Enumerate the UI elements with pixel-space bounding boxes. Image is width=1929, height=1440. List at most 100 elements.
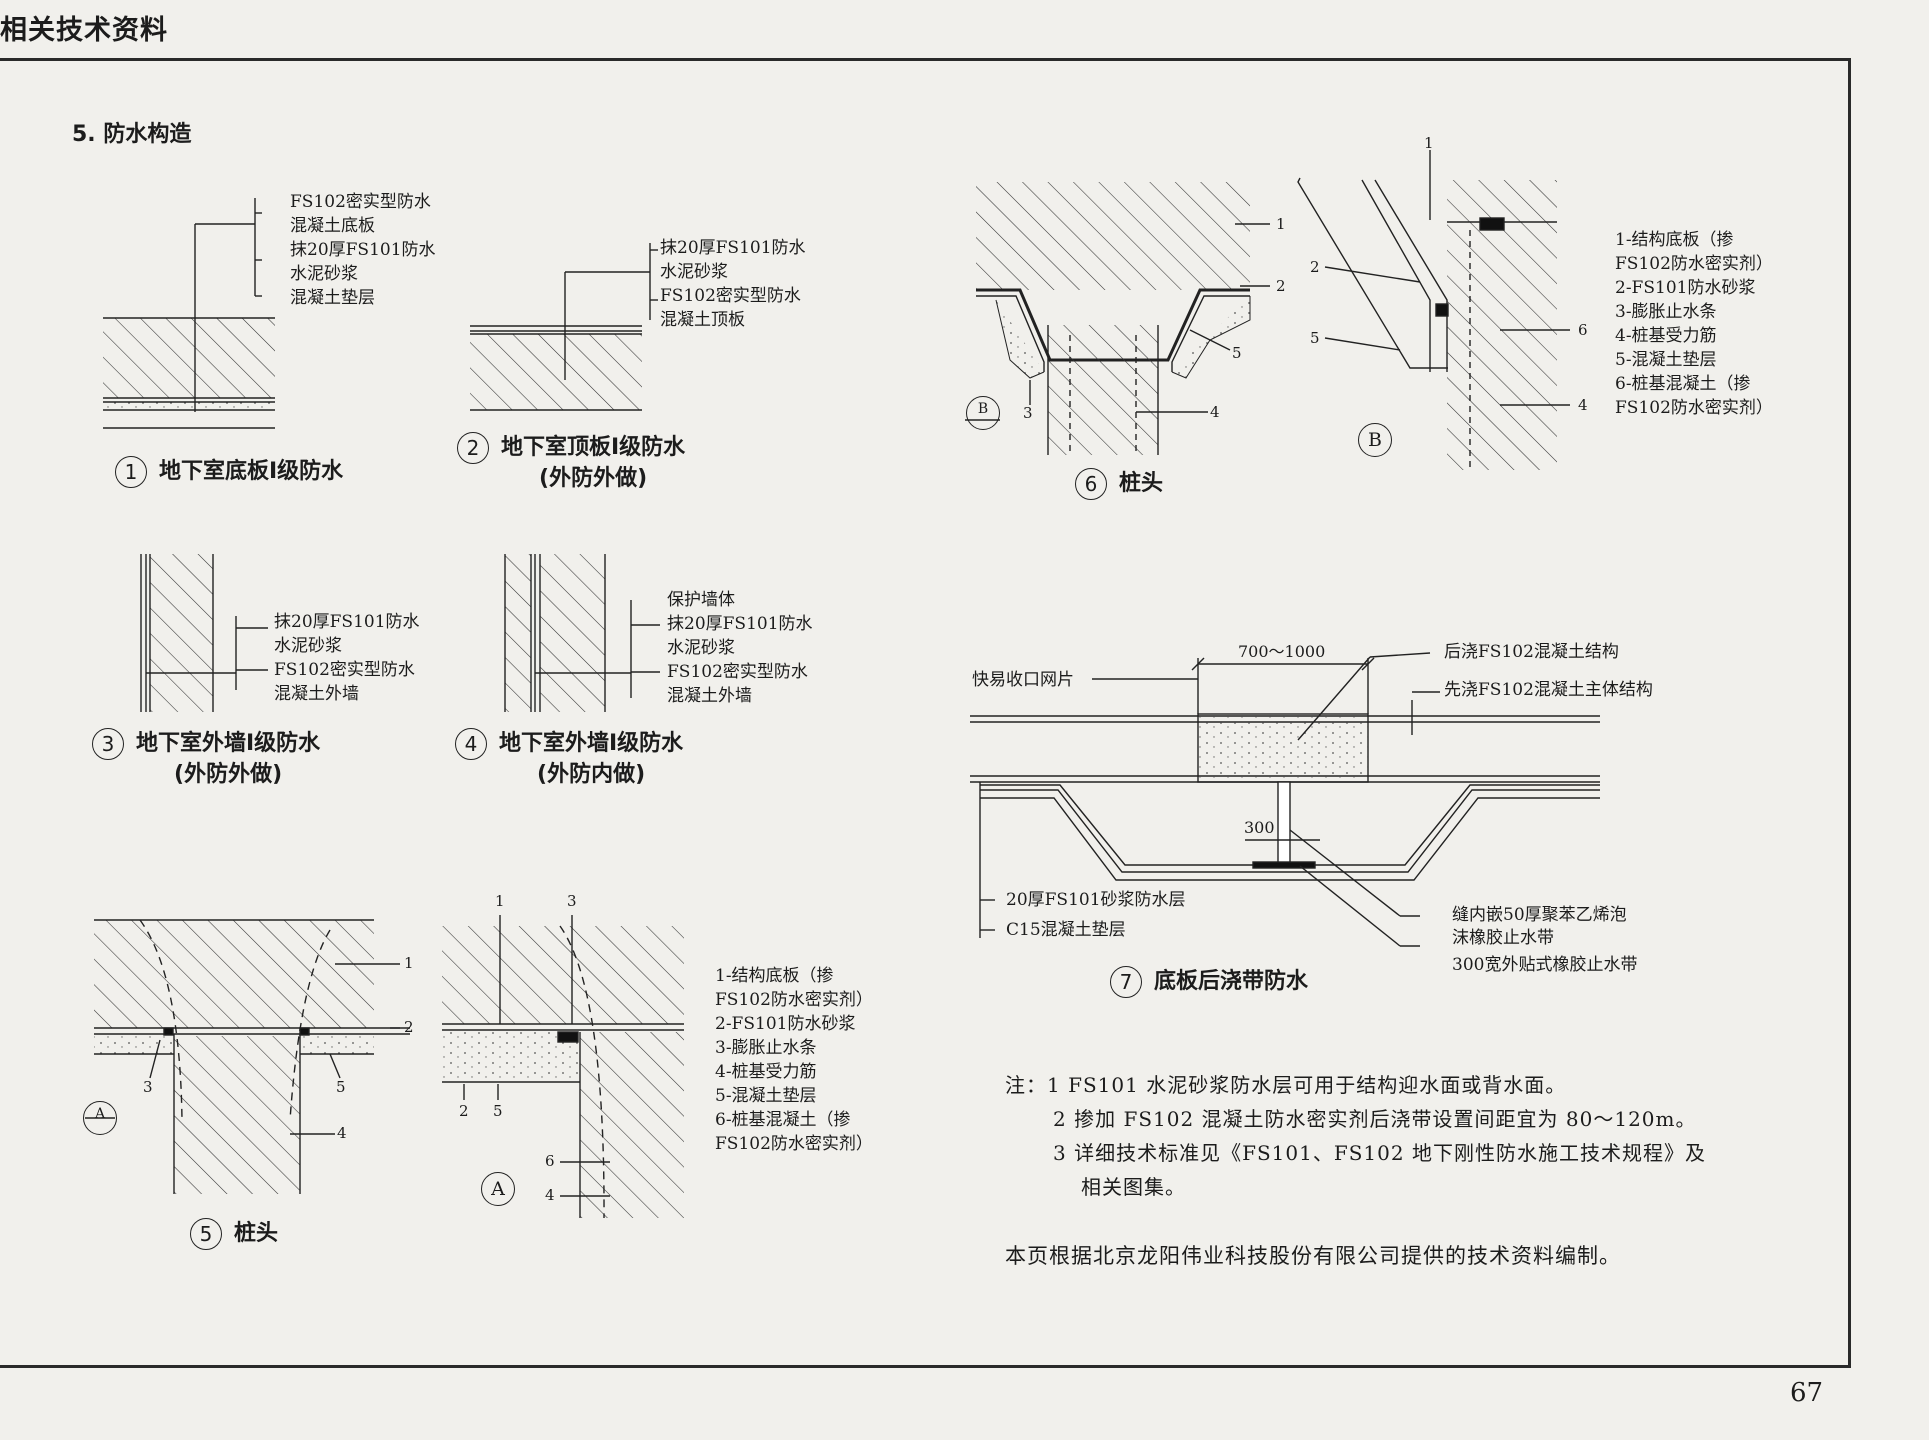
dB-callout-1: 1: [1424, 134, 1434, 152]
d3-subtitle: (外防外做): [174, 762, 283, 787]
dB-callout-5: 5: [1310, 329, 1320, 347]
section-title: 5. 防水构造: [72, 122, 192, 147]
d6-title: 桩头: [1119, 471, 1164, 496]
legend-b-1: FS102防水密实剂）: [1615, 254, 1773, 274]
d2-subtitle: (外防外做): [539, 466, 648, 491]
d1-title: 地下室底板I级防水: [159, 459, 344, 484]
note-3-cont: 相关图集。: [1081, 1175, 1186, 1199]
d1-label-4: 混凝土垫层: [290, 288, 375, 308]
legend-a-2: 2-FS101防水砂浆: [715, 1014, 856, 1034]
legend-b: 1-结构底板（掺 FS102防水密实剂） 2-FS101防水砂浆 3-膨胀止水条…: [1615, 228, 1773, 420]
d6-callout-5: 5: [1232, 344, 1242, 362]
d2-label-1: 水泥砂浆: [660, 262, 728, 282]
d3-label-1: 水泥砂浆: [274, 636, 342, 656]
d3-number: 3: [92, 728, 124, 760]
d1-label-1: 混凝土底板: [290, 216, 375, 236]
d3-label-3: 混凝土外墙: [274, 684, 359, 704]
d7-label-foam1: 缝内嵌50厚聚苯乙烯泡: [1452, 905, 1627, 925]
page-header: 相关技术资料: [0, 15, 168, 46]
d7-label-strip: 300宽外贴式橡胶止水带: [1452, 955, 1638, 975]
d4-label-2: 水泥砂浆: [667, 638, 735, 658]
d7-title: 底板后浇带防水: [1154, 969, 1309, 994]
d1-label-3: 水泥砂浆: [290, 264, 358, 284]
legend-b-6: 6-桩基混凝土（掺: [1615, 374, 1751, 394]
d6-number: 6: [1075, 468, 1107, 500]
diagram-2-roof-slab: [470, 243, 658, 411]
legend-b-5: 5-混凝土垫层: [1615, 350, 1717, 370]
dB-callout-6: 6: [1578, 321, 1588, 339]
d6-callout-4: 4: [1210, 403, 1220, 421]
d5-callout-1: 1: [404, 954, 414, 972]
d4-title: 地下室外墙I级防水: [499, 731, 684, 756]
footer-note: 本页根据北京龙阳伟业科技股份有限公司提供的技术资料编制。: [1005, 1244, 1621, 1268]
diagram-6-pile-head: [965, 182, 1270, 455]
legend-a-5: 5-混凝土垫层: [715, 1086, 817, 1106]
dA-callout-1: 1: [495, 892, 505, 910]
legend-a-6: 6-桩基混凝土（掺: [715, 1110, 851, 1130]
legend-b-0: 1-结构底板（掺: [1615, 230, 1734, 250]
d7-label-post: 后浇FS102混凝土结构: [1444, 642, 1619, 662]
d5-callout-3: 3: [143, 1078, 153, 1096]
legend-a-7: FS102防水密实剂）: [715, 1134, 873, 1154]
d1-number: 1: [115, 456, 147, 488]
legend-b-7: FS102防水密实剂）: [1615, 398, 1773, 418]
d4-label-3: FS102密实型防水: [667, 662, 808, 682]
notes-head: 注：: [1005, 1073, 1047, 1097]
d7-dim-300: 300: [1244, 818, 1275, 837]
legend-b-2: 2-FS101防水砂浆: [1615, 278, 1756, 298]
detail-a: [442, 915, 684, 1219]
detail-b: [1297, 150, 1570, 470]
d6-caption: 6 桩头: [1075, 468, 1163, 500]
d3-caption: 3 地下室外墙I级防水 (外防外做): [92, 728, 320, 790]
notes: 注：1 FS101 水泥砂浆防水层可用于结构迎水面或背水面。 2 掺加 FS10…: [1005, 1068, 1706, 1204]
d3-label-0: 抹20厚FS101防水: [274, 612, 420, 632]
d7-label-mortar: 20厚FS101砂浆防水层: [1006, 890, 1186, 910]
d5-callout-5: 5: [336, 1078, 346, 1096]
dB-callout-4: 4: [1578, 396, 1588, 414]
d7-label-pre: 先浇FS102混凝土主体结构: [1444, 680, 1653, 700]
dB-mark: B: [1358, 423, 1392, 457]
d4-label-1: 抹20厚FS101防水: [667, 614, 813, 634]
d1-caption: 1 地下室底板I级防水: [115, 456, 343, 488]
diagram-3-exterior-wall: [140, 554, 268, 712]
note-2: 2 掺加 FS102 混凝土防水密实剂后浇带设置间距宜为 80～120m。: [1053, 1107, 1697, 1131]
d6-section-mark: B: [966, 396, 1000, 430]
d2-label-0: 抹20厚FS101防水: [660, 238, 806, 258]
d7-label-c15: C15混凝土垫层: [1006, 920, 1126, 940]
d1-label-0: FS102密实型防水: [290, 192, 431, 212]
diagram-4-exterior-wall-inner: [504, 554, 660, 712]
legend-a: 1-结构底板（掺 FS102防水密实剂） 2-FS101防水砂浆 3-膨胀止水条…: [715, 964, 873, 1156]
legend-a-3: 3-膨胀止水条: [715, 1038, 817, 1058]
d7-label-foam2: 沫橡胶止水带: [1452, 928, 1554, 948]
dA-callout-6: 6: [545, 1152, 555, 1170]
d4-label-0: 保护墙体: [667, 590, 735, 610]
dA-callout-2: 2: [459, 1102, 469, 1120]
d4-label-4: 混凝土外墙: [667, 686, 752, 706]
legend-b-3: 3-膨胀止水条: [1615, 302, 1717, 322]
legend-a-0: 1-结构底板（掺: [715, 966, 834, 986]
d5-callout-2: 2: [404, 1018, 414, 1036]
note-1: 1 FS101 水泥砂浆防水层可用于结构迎水面或背水面。: [1047, 1073, 1567, 1097]
d2-number: 2: [457, 432, 489, 464]
d7-number: 7: [1110, 966, 1142, 998]
drawing-frame: [0, 58, 1851, 1368]
d3-label-2: FS102密实型防水: [274, 660, 415, 680]
d7-caption: 7 底板后浇带防水: [1110, 966, 1308, 998]
dA-callout-5: 5: [493, 1102, 503, 1120]
d6-callout-3: 3: [1023, 404, 1033, 422]
d4-number: 4: [455, 728, 487, 760]
dA-mark: A: [481, 1172, 515, 1206]
d5-number: 5: [190, 1218, 222, 1250]
d2-label-2: FS102密实型防水: [660, 286, 801, 306]
d3-title: 地下室外墙I级防水: [136, 731, 321, 756]
page-number: 67: [1790, 1378, 1824, 1408]
d5-callout-4: 4: [337, 1124, 347, 1142]
d5-section-mark: A: [83, 1101, 117, 1135]
diagram-1-floor-slab: [103, 198, 275, 429]
legend-a-4: 4-桩基受力筋: [715, 1062, 817, 1082]
d6-callout-2: 2: [1276, 277, 1286, 295]
